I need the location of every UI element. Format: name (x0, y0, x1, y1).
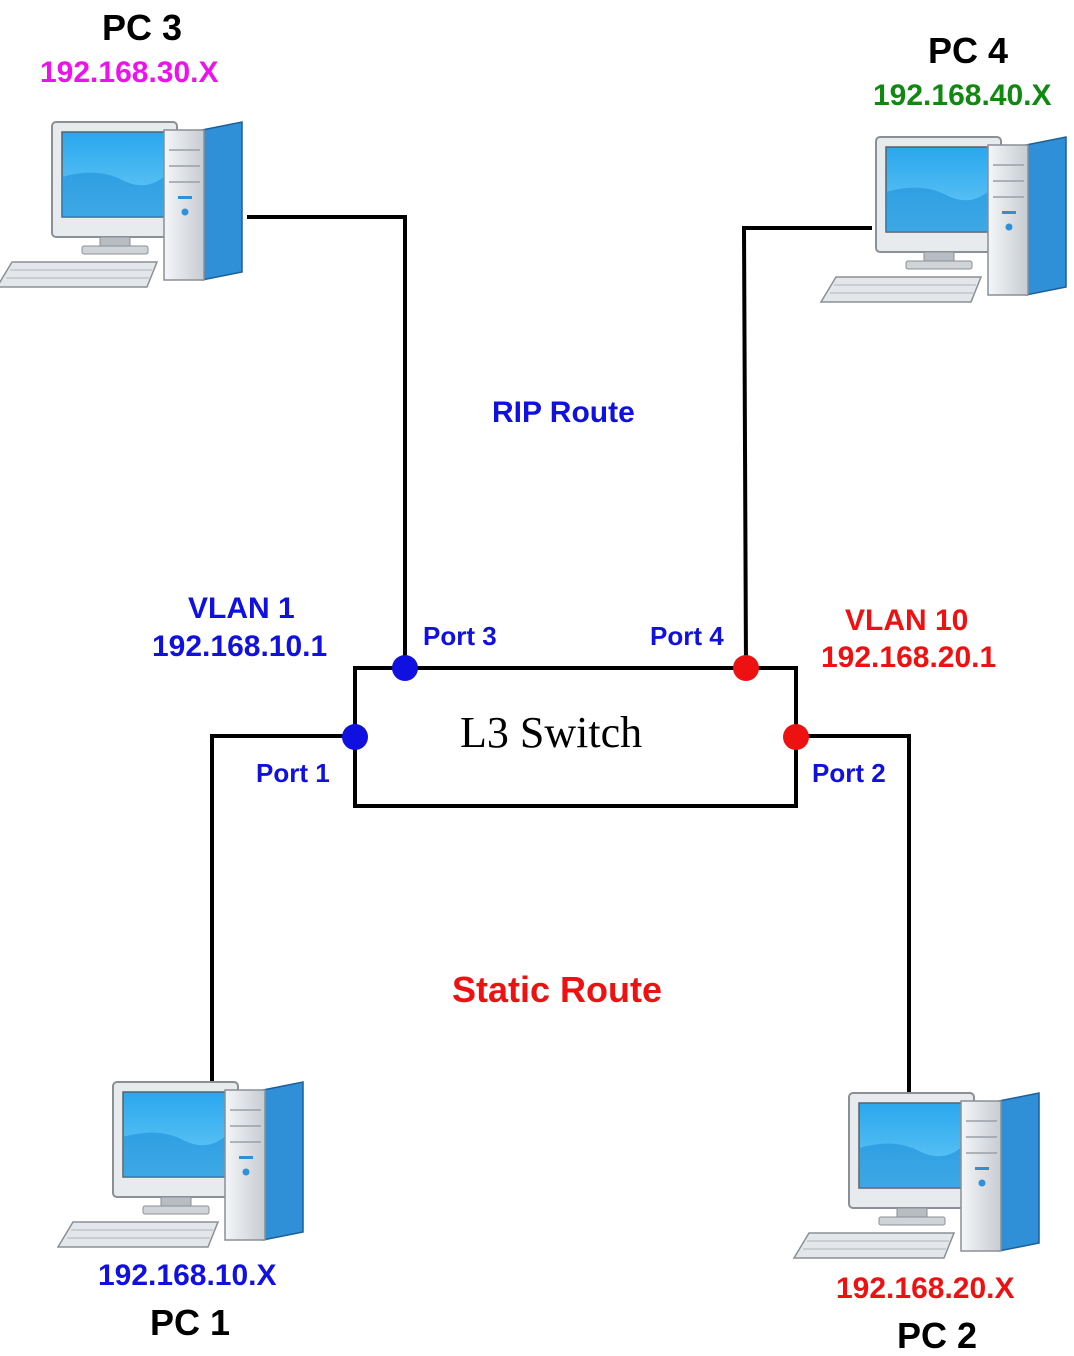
rip-route-label: RIP Route (492, 396, 635, 429)
pc1-name: PC 1 (150, 1302, 231, 1343)
pc3-computer-icon (0, 121, 243, 288)
vlan1-name: VLAN 1 (188, 592, 295, 625)
port1-label: Port 1 (256, 758, 330, 788)
port4-label: Port 4 (650, 621, 724, 651)
pc1-ip: 192.168.10.X (98, 1259, 277, 1292)
port3-dot (392, 655, 418, 681)
pc4-computer-icon (820, 136, 1067, 303)
port2-dot (783, 724, 809, 750)
pc1-computer-icon (57, 1081, 304, 1248)
pc2-name: PC 2 (897, 1315, 978, 1356)
pc3-name: PC 3 (102, 7, 183, 48)
pc2-computer-icon (793, 1092, 1040, 1259)
vlan1-ip: 192.168.10.1 (152, 630, 328, 663)
pc4-name: PC 4 (928, 30, 1009, 71)
port1-dot (342, 724, 368, 750)
port3-label: Port 3 (423, 621, 497, 651)
vlan10-name: VLAN 10 (845, 604, 969, 637)
vlan10-ip: 192.168.20.1 (821, 641, 997, 674)
pc2-ip: 192.168.20.X (836, 1272, 1015, 1305)
wire-pc2-port2 (796, 734, 911, 1092)
port4-dot (733, 655, 759, 681)
wire-pc4-port4 (741, 226, 872, 669)
wire-pc3-port3 (247, 215, 407, 668)
wire-pc1-port1 (210, 734, 355, 1083)
port2-label: Port 2 (812, 758, 886, 788)
pc4-ip: 192.168.40.X (873, 79, 1052, 112)
switch-label: L3 Switch (460, 708, 643, 757)
static-route-label: Static Route (452, 969, 663, 1010)
pc3-ip: 192.168.30.X (40, 56, 219, 89)
